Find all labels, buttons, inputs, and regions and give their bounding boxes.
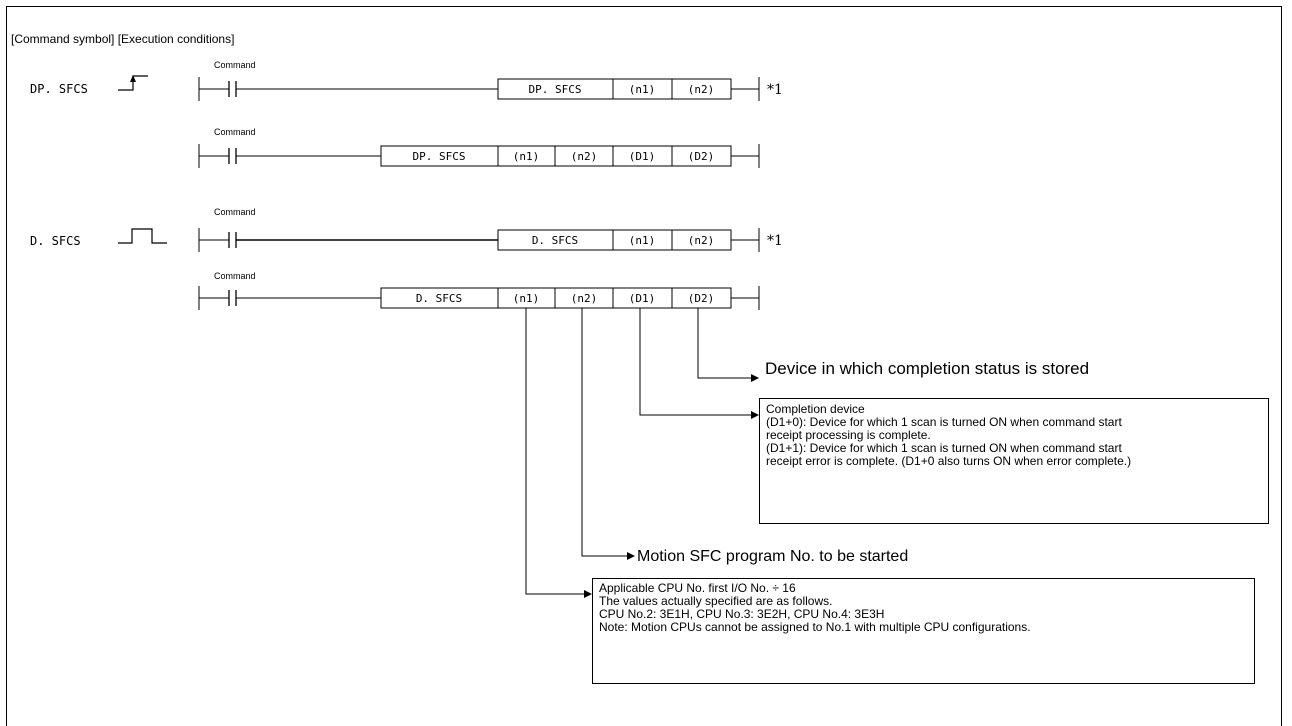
rising-edge-icon bbox=[118, 75, 148, 91]
svg-text:D. SFCS: D. SFCS bbox=[532, 234, 578, 247]
leader-n2 bbox=[581, 308, 635, 560]
svg-text:Command: Command bbox=[214, 60, 256, 70]
svg-text:(D1): (D1) bbox=[629, 292, 656, 305]
svg-text:(n1): (n1) bbox=[629, 83, 656, 96]
ladder-row-4: Command D. SFCS (n1) (n2) (D1) (D2) bbox=[198, 271, 760, 310]
svg-text:Command: Command bbox=[214, 271, 256, 281]
svg-text:(D1): (D1) bbox=[629, 150, 656, 163]
svg-text:(D2): (D2) bbox=[688, 150, 715, 163]
svg-text:Command: Command bbox=[214, 127, 256, 137]
svg-text:DP. SFCS: DP. SFCS bbox=[413, 150, 466, 163]
level-pulse-icon bbox=[118, 228, 167, 244]
svg-text:D. SFCS: D. SFCS bbox=[416, 292, 462, 305]
d2-description: Device in which completion status is sto… bbox=[765, 359, 1090, 378]
section-header: [Command symbol] [Execution conditions] bbox=[11, 32, 235, 46]
leader-d1 bbox=[639, 308, 759, 419]
symbol-label-d-sfcs: D. SFCS bbox=[30, 234, 81, 248]
symbol-label-dp-sfcs: DP. SFCS bbox=[30, 82, 88, 96]
n2-description: Motion SFC program No. to be started bbox=[637, 548, 909, 565]
ladder-row-3: Command D. SFCS (n1) (n2) *1 bbox=[198, 207, 783, 252]
svg-text:(n1): (n1) bbox=[513, 150, 540, 163]
svg-text:(n1): (n1) bbox=[629, 234, 656, 247]
svg-text:(D2): (D2) bbox=[688, 292, 715, 305]
svg-text:(n1): (n1) bbox=[513, 292, 540, 305]
svg-text:(n2): (n2) bbox=[688, 234, 715, 247]
svg-text:(n2): (n2) bbox=[688, 83, 715, 96]
svg-text:*1: *1 bbox=[767, 82, 783, 98]
diagram-frame bbox=[6, 6, 1282, 726]
svg-text:Command: Command bbox=[214, 207, 256, 217]
svg-text:*1: *1 bbox=[767, 233, 783, 249]
n1-description-box: Applicable CPU No. first I/O No. ÷ 16 Th… bbox=[592, 578, 1255, 684]
d1-description-box: Completion device (D1+0): Device for whi… bbox=[759, 398, 1269, 524]
ladder-row-1: Command DP. SFCS (n1) (n2) *1 bbox=[198, 60, 783, 101]
svg-text:(n2): (n2) bbox=[571, 150, 598, 163]
leader-d2 bbox=[697, 308, 759, 382]
leader-n1 bbox=[525, 308, 592, 598]
svg-text:(n2): (n2) bbox=[571, 292, 598, 305]
ladder-row-2: Command DP. SFCS (n1) (n2) (D1) (D2) bbox=[198, 127, 760, 168]
svg-text:DP. SFCS: DP. SFCS bbox=[529, 83, 582, 96]
